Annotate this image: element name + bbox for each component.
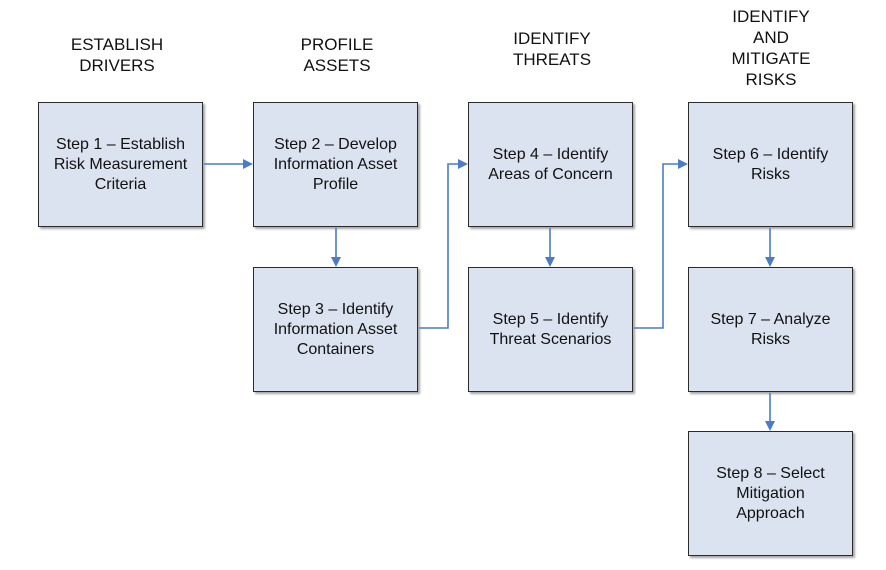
step-7-box: Step 7 – Analyze Risks <box>688 267 853 392</box>
arrow-step5-to-step6 <box>634 159 688 329</box>
phase-heading-identify-threats: IDENTIFY THREATS <box>512 29 592 69</box>
step-4-label: Step 4 – Identify Areas of Concern <box>488 145 613 183</box>
step-6-label: Step 6 – Identify Risks <box>712 145 829 183</box>
step-1-box: Step 1 – Establish Risk Measurement Crit… <box>38 102 203 227</box>
step-5-box: Step 5 – Identify Threat Scenarios <box>468 267 633 392</box>
step-6-box: Step 6 – Identify Risks <box>688 102 853 227</box>
step-2-label: Step 2 – Develop Information Asset Profi… <box>273 135 398 193</box>
step-8-box: Step 8 – Select Mitigation Approach <box>688 431 853 556</box>
step-8-label: Step 8 – Select Mitigation Approach <box>716 464 825 522</box>
step-5-label: Step 5 – Identify Threat Scenarios <box>489 310 612 348</box>
step-3-label: Step 3 – Identify Information Asset Cont… <box>273 300 398 358</box>
phase-heading-establish-drivers: ESTABLISH DRIVERS <box>70 35 164 75</box>
step-2-box: Step 2 – Develop Information Asset Profi… <box>253 102 418 227</box>
phase-heading-identify-mitigate-risks: IDENTIFY AND MITIGATE RISKS <box>731 7 811 89</box>
step-4-box: Step 4 – Identify Areas of Concern <box>468 102 633 227</box>
step-7-label: Step 7 – Analyze Risks <box>710 310 831 348</box>
phase-heading-profile-assets: PROFILE ASSETS <box>300 35 374 75</box>
step-3-box: Step 3 – Identify Information Asset Cont… <box>253 267 418 392</box>
arrow-step3-to-step4 <box>419 159 468 329</box>
step-1-label: Step 1 – Establish Risk Measurement Crit… <box>53 135 188 193</box>
